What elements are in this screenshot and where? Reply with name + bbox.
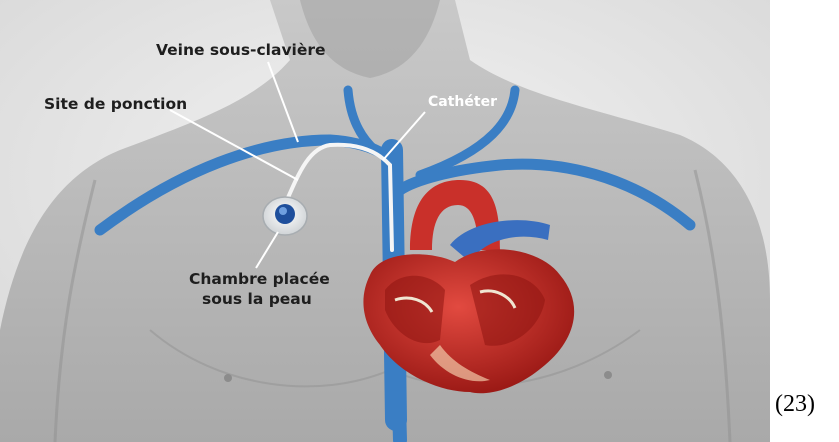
label-chamber-line1: Chambre placée bbox=[189, 270, 330, 288]
right-nipple bbox=[604, 371, 612, 379]
label-puncture-site: Site de ponction bbox=[44, 95, 187, 113]
left-nipple bbox=[224, 374, 232, 382]
label-chamber-line2: sous la peau bbox=[202, 290, 312, 308]
label-subclavian-vein: Veine sous-clavière bbox=[156, 41, 326, 59]
label-catheter: Cathéter bbox=[428, 94, 497, 110]
figure-number: (23) bbox=[775, 391, 815, 418]
implanted-port bbox=[263, 197, 307, 235]
